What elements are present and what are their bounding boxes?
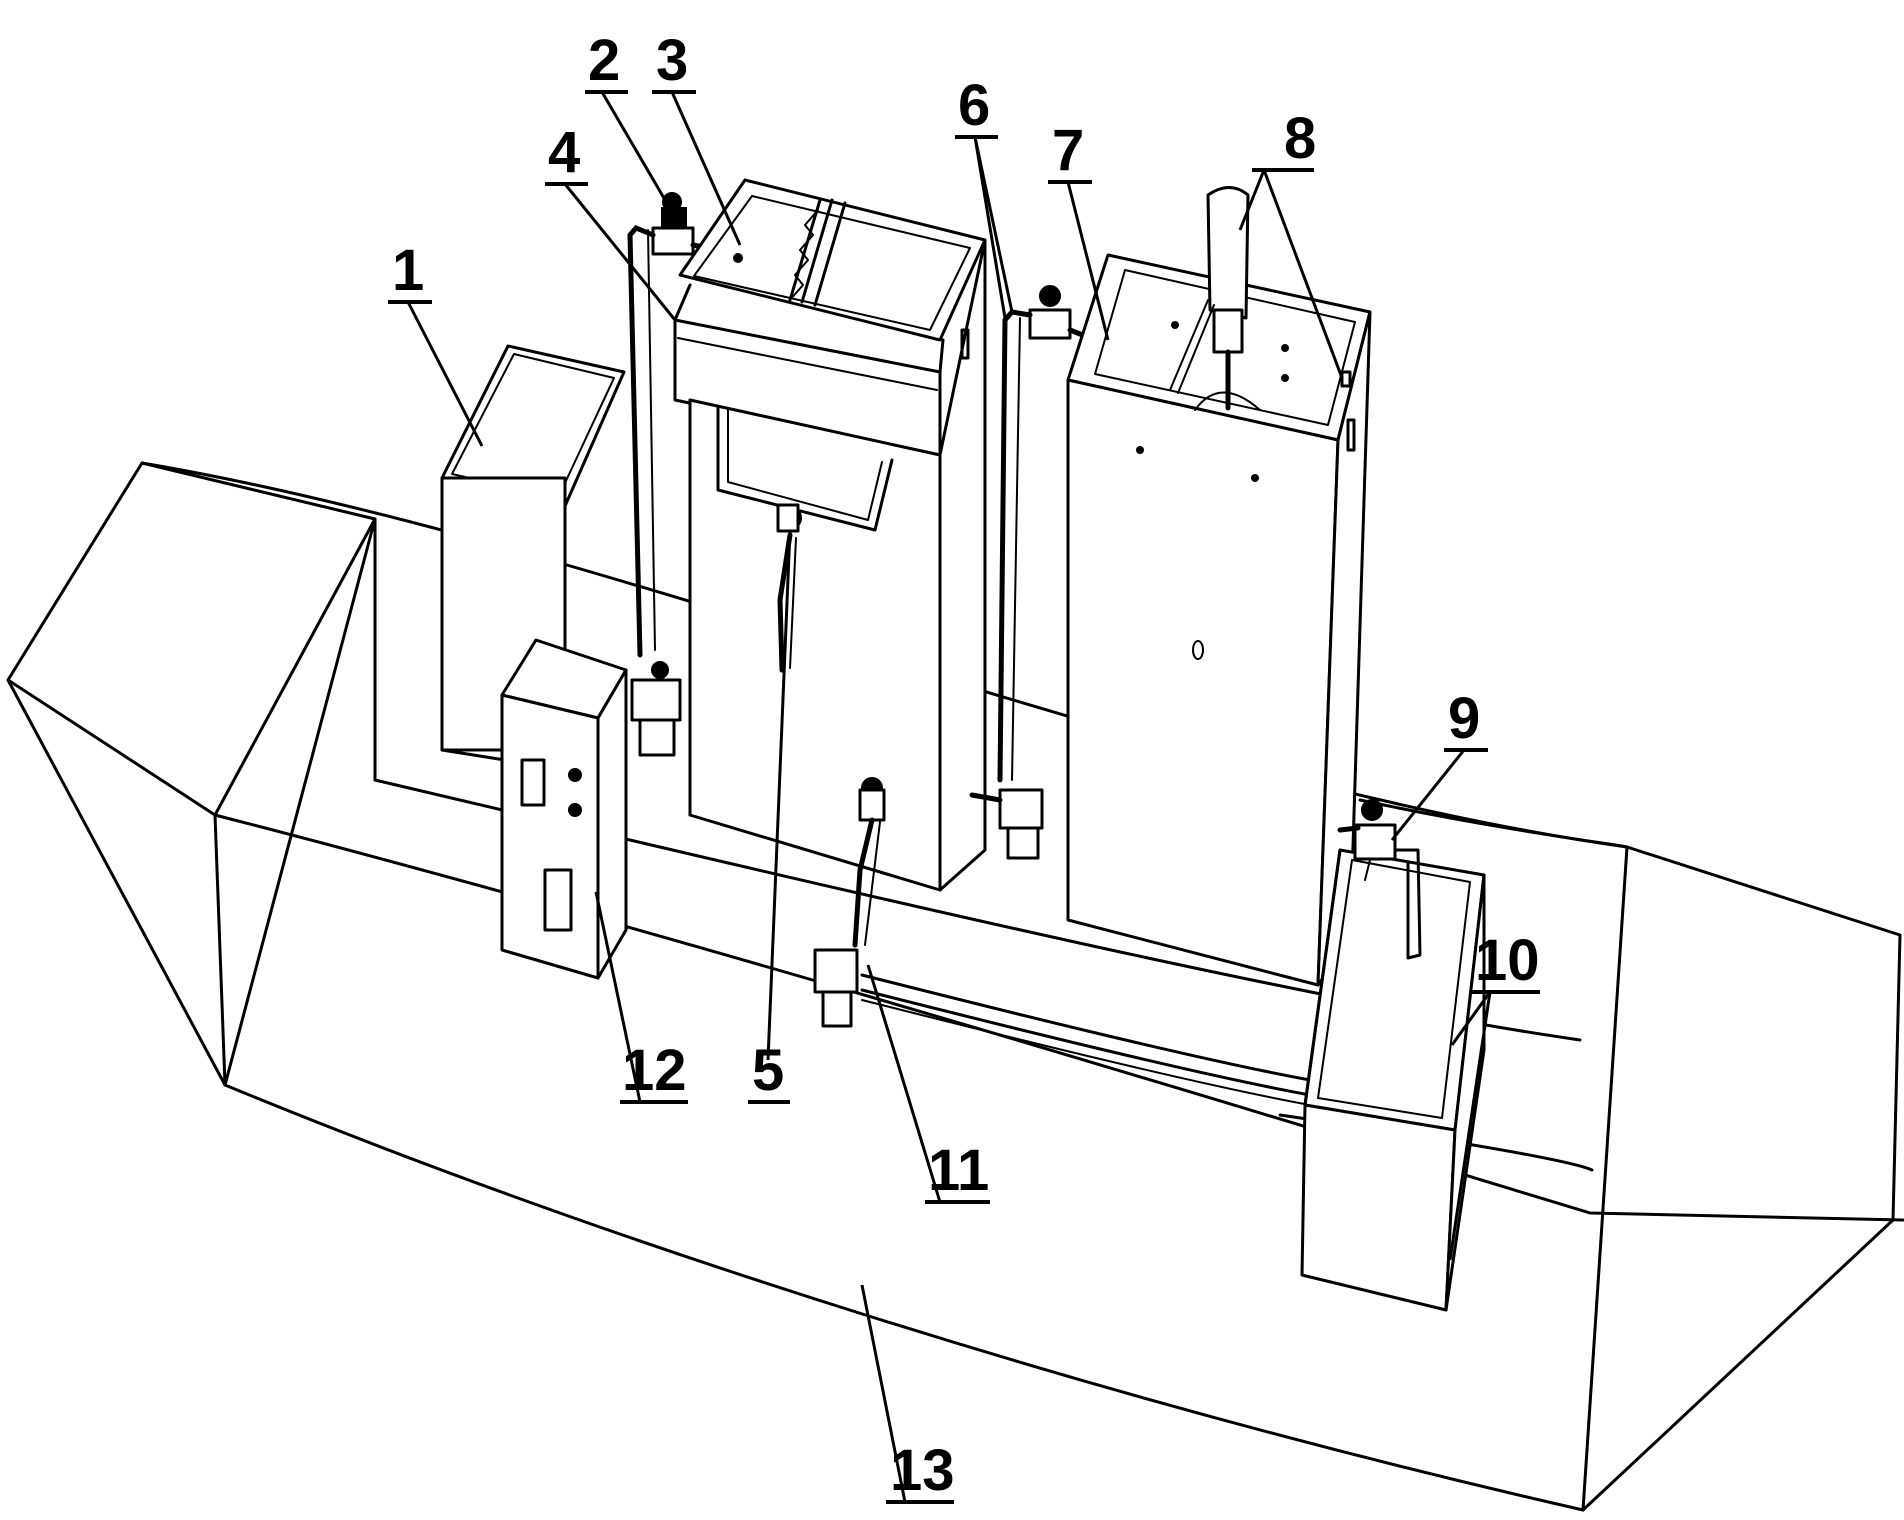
callout-4: 4	[545, 120, 677, 321]
callout-7: 7	[1048, 118, 1110, 341]
tank-10	[1300, 848, 1486, 1312]
callout-11: 11	[866, 964, 990, 1204]
pump-11	[813, 777, 886, 1028]
stirrer-8	[1169, 186, 1261, 411]
label-2: 2	[588, 28, 620, 93]
label-6: 6	[958, 73, 990, 138]
label-1: 1	[392, 238, 424, 303]
label-7: 7	[1052, 118, 1084, 183]
callout-10: 10	[1448, 928, 1540, 1261]
callout-9: 9	[1390, 686, 1488, 841]
label-13: 13	[890, 1438, 955, 1503]
callout-1: 1	[388, 238, 484, 447]
callout-12: 12	[594, 891, 688, 1104]
callout-13: 13	[860, 1284, 955, 1504]
callout-5: 5	[748, 529, 792, 1104]
label-4: 4	[548, 120, 580, 185]
callout-6: 6	[955, 73, 1014, 319]
label-8: 8	[1284, 106, 1316, 171]
callout-3: 3	[652, 28, 742, 246]
pump-9	[1337, 799, 1422, 960]
label-9: 9	[1448, 686, 1480, 751]
valve-5	[776, 503, 802, 673]
callout-8: 8	[1238, 106, 1344, 379]
tank-7	[1066, 253, 1372, 987]
label-10: 10	[1475, 928, 1540, 993]
tank-3	[673, 178, 987, 892]
control-box	[500, 638, 628, 980]
deck-trough	[860, 973, 1312, 1106]
label-12: 12	[622, 1038, 687, 1103]
callout-2: 2	[585, 28, 670, 206]
label-3: 3	[656, 28, 688, 93]
